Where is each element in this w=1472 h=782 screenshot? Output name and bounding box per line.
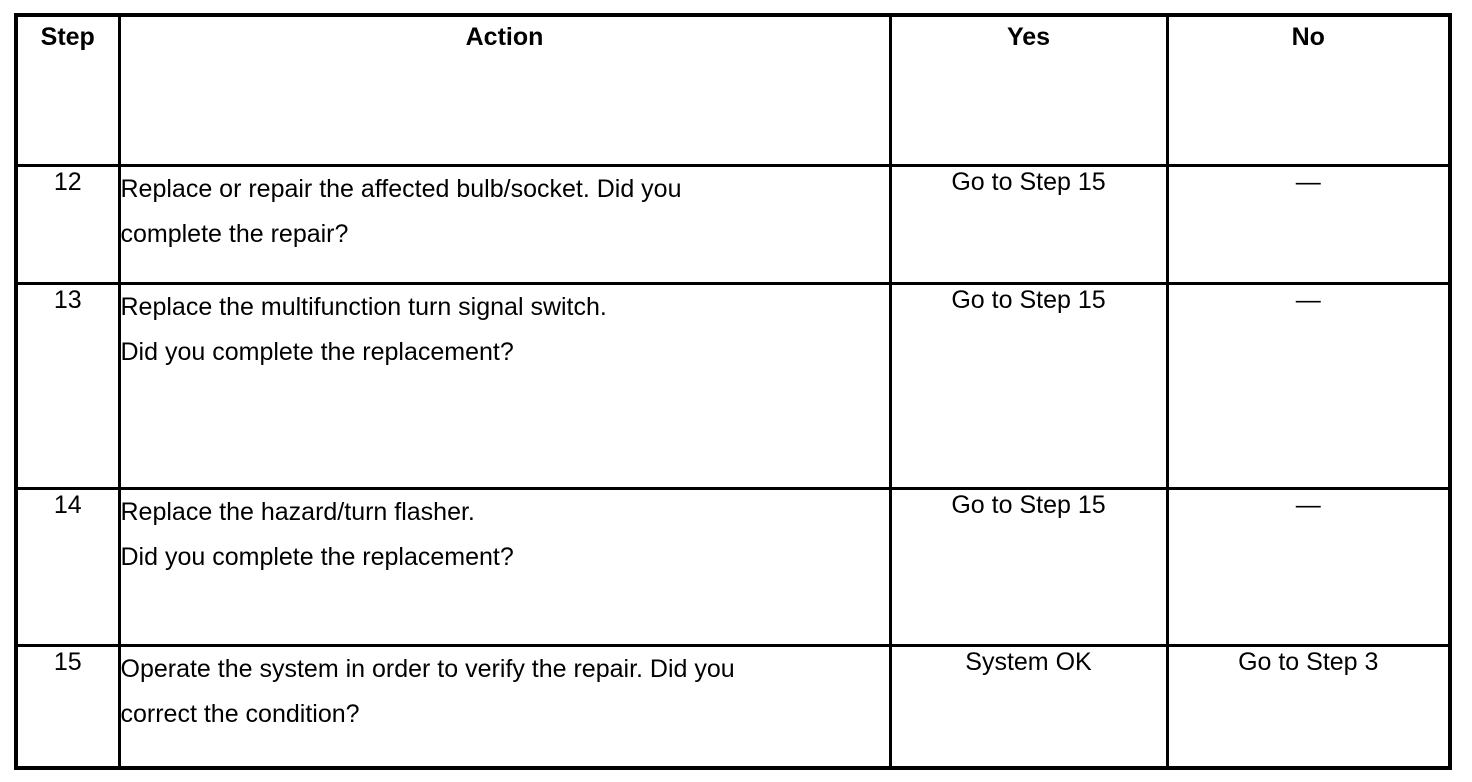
action-cell: Operate the system in order to verify th… bbox=[117, 644, 892, 769]
yes-branch-value: Go to Step 15 bbox=[951, 491, 1106, 519]
action-cell: Replace the multifunction turn signal sw… bbox=[117, 282, 892, 490]
table-row: 15 Operate the system in order to verify… bbox=[14, 644, 1452, 769]
column-header-no-label: No bbox=[1291, 23, 1325, 51]
yes-branch-cell: Go to Step 15 bbox=[888, 487, 1169, 647]
action-text-line: Replace the multifunction turn signal sw… bbox=[120, 293, 607, 321]
action-cell: Replace the hazard/turn flasher. Did you… bbox=[117, 487, 892, 647]
diagnostic-step-table: Step Action Yes No 12 Repla bbox=[14, 13, 1452, 770]
step-number-cell: 14 bbox=[14, 487, 121, 647]
table-body: 12 Replace or repair the affected bulb/s… bbox=[14, 164, 1452, 769]
column-header-action-label: Action bbox=[465, 23, 544, 51]
column-header-action: Action bbox=[117, 13, 892, 167]
no-branch-cell: — bbox=[1165, 282, 1452, 490]
no-branch-cell: Go to Step 3 bbox=[1165, 644, 1452, 769]
no-branch-value: — bbox=[1295, 168, 1321, 196]
step-number: 12 bbox=[53, 168, 82, 196]
step-number-cell: 12 bbox=[14, 164, 121, 285]
column-header-step: Step bbox=[14, 13, 121, 167]
header-row: Step Action Yes No bbox=[14, 13, 1452, 167]
step-number: 13 bbox=[53, 286, 82, 314]
action-text-line: Operate the system in order to verify th… bbox=[120, 655, 735, 683]
step-number: 15 bbox=[53, 648, 82, 676]
yes-branch-value: Go to Step 15 bbox=[951, 286, 1106, 314]
table-row: 13 Replace the multifunction turn signal… bbox=[14, 282, 1452, 490]
action-text-line: correct the condition? bbox=[120, 699, 360, 728]
step-number-cell: 13 bbox=[14, 282, 121, 490]
step-number-cell: 15 bbox=[14, 644, 121, 769]
step-number: 14 bbox=[53, 491, 82, 519]
no-branch-cell: — bbox=[1165, 487, 1452, 647]
table-row: 14 Replace the hazard/turn flasher. Did … bbox=[14, 487, 1452, 647]
column-header-yes: Yes bbox=[888, 13, 1169, 167]
action-text-line: Replace or repair the affected bulb/sock… bbox=[120, 175, 682, 203]
table-row: 12 Replace or repair the affected bulb/s… bbox=[14, 164, 1452, 285]
action-cell: Replace or repair the affected bulb/sock… bbox=[117, 164, 892, 285]
no-branch-value: — bbox=[1295, 491, 1321, 519]
action-text-line: Replace the hazard/turn flasher. bbox=[120, 498, 475, 526]
yes-branch-cell: System OK bbox=[888, 644, 1169, 769]
yes-branch-value: Go to Step 15 bbox=[951, 168, 1106, 196]
yes-branch-value: System OK bbox=[965, 648, 1092, 676]
table-header: Step Action Yes No bbox=[14, 13, 1452, 167]
action-text-line: Did you complete the replacement? bbox=[120, 337, 514, 366]
yes-branch-cell: Go to Step 15 bbox=[888, 164, 1169, 285]
yes-branch-cell: Go to Step 15 bbox=[888, 282, 1169, 490]
action-text-line: complete the repair? bbox=[120, 219, 349, 248]
action-text-line: Did you complete the replacement? bbox=[120, 542, 514, 571]
column-header-no: No bbox=[1165, 13, 1452, 167]
no-branch-value: Go to Step 3 bbox=[1238, 648, 1379, 676]
column-header-yes-label: Yes bbox=[1006, 23, 1051, 51]
no-branch-cell: — bbox=[1165, 164, 1452, 285]
no-branch-value: — bbox=[1295, 286, 1321, 314]
column-header-step-label: Step bbox=[40, 23, 95, 51]
